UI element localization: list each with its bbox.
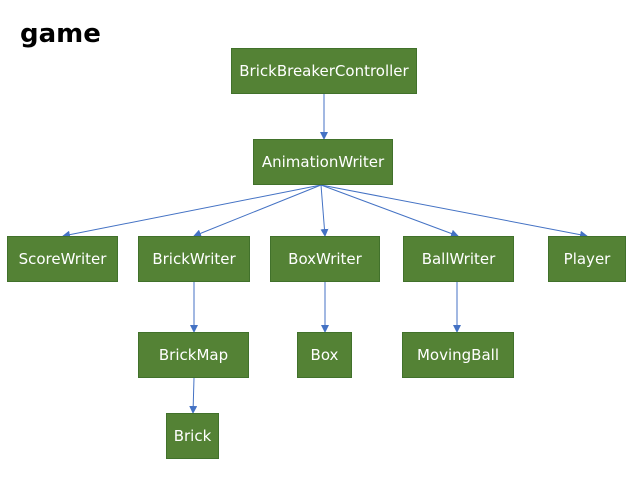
node-animationwriter: AnimationWriter (253, 139, 393, 185)
edge-animationwriter-to-boxwriter (320, 184, 329, 237)
diagram-title: game (20, 19, 101, 49)
node-box: Box (297, 332, 352, 378)
edge-animationwriter-to-ballwriter (320, 184, 459, 238)
node-ballwriter: BallWriter (403, 236, 514, 282)
node-brickbreakercontroller: BrickBreakerController (231, 48, 417, 94)
edge-animationwriter-to-player (320, 184, 588, 239)
node-boxwriter: BoxWriter (270, 236, 380, 282)
edge-animationwriter-to-scorewriter (62, 184, 322, 239)
node-brickmap: BrickMap (138, 332, 249, 378)
node-player: Player (548, 236, 626, 282)
node-brick: Brick (166, 413, 219, 459)
node-movingball: MovingBall (402, 332, 514, 378)
edge-animationwriter-to-brickwriter (193, 184, 322, 238)
node-brickwriter: BrickWriter (138, 236, 250, 282)
edge-brickmap-to-brick (189, 377, 198, 414)
node-scorewriter: ScoreWriter (7, 236, 118, 282)
